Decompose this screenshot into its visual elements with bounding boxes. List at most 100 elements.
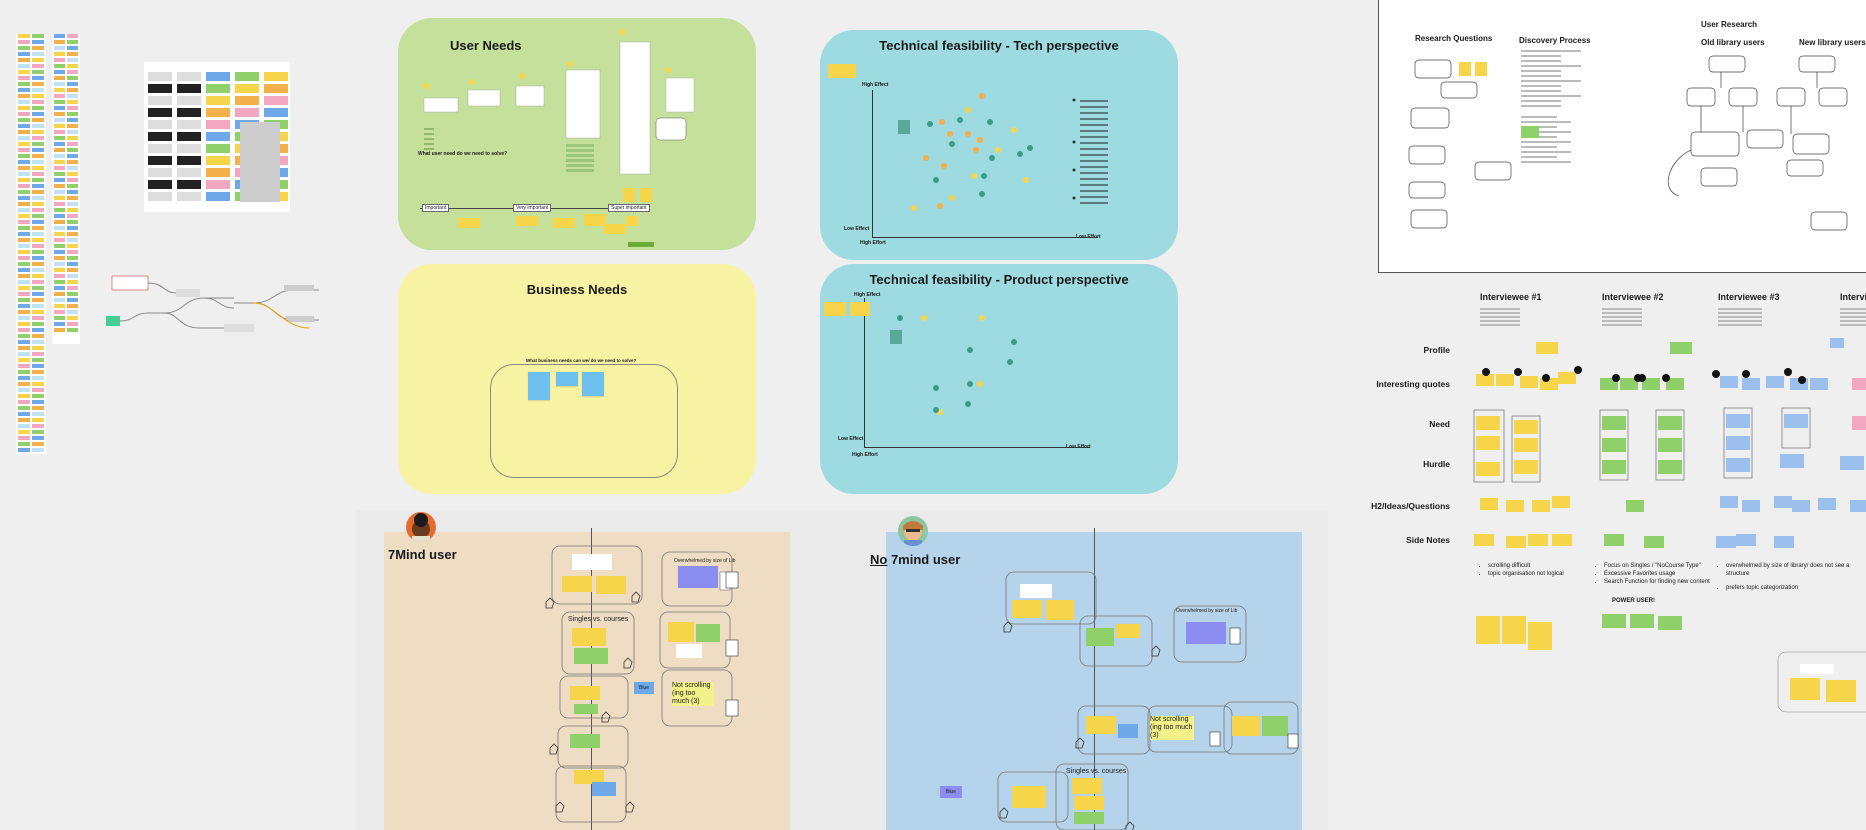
strip-item[interactable] <box>54 40 65 44</box>
strip-item[interactable] <box>18 172 30 176</box>
speech-bubble[interactable] <box>1728 87 1758 107</box>
strip-item[interactable] <box>54 322 65 326</box>
persona-card[interactable] <box>177 96 201 105</box>
strip-item[interactable] <box>32 286 44 290</box>
strip-item[interactable] <box>32 112 44 116</box>
persona-card[interactable] <box>206 168 230 177</box>
strip-item[interactable] <box>54 280 65 284</box>
journey-sticky[interactable] <box>1074 812 1104 824</box>
strip-item[interactable] <box>18 442 30 446</box>
tech-note-line[interactable] <box>1080 136 1108 138</box>
strip-item[interactable] <box>54 82 65 86</box>
strip-item[interactable] <box>67 106 78 110</box>
interview-line[interactable] <box>1480 316 1520 318</box>
need-line[interactable] <box>424 138 434 140</box>
tech-note-line[interactable] <box>1080 106 1108 108</box>
strip-item[interactable] <box>67 64 78 68</box>
strip-item[interactable] <box>18 238 30 242</box>
strip-item[interactable] <box>32 370 44 374</box>
strip-item[interactable] <box>32 88 44 92</box>
strip-item[interactable] <box>54 166 65 170</box>
strip-item[interactable] <box>67 244 78 248</box>
strip-item[interactable] <box>32 154 44 158</box>
strip-item[interactable] <box>18 412 30 416</box>
need-group[interactable] <box>1655 409 1685 481</box>
strip-item[interactable] <box>54 238 65 242</box>
persona-card[interactable] <box>206 72 230 81</box>
strip-item[interactable] <box>54 262 65 266</box>
strip-item[interactable] <box>18 418 30 422</box>
side-note-sticky[interactable] <box>1552 534 1572 546</box>
strip-item[interactable] <box>18 94 30 98</box>
side-note-sticky[interactable] <box>1528 534 1548 546</box>
h2-sticky[interactable] <box>1626 500 1644 512</box>
strip-item[interactable] <box>32 430 44 434</box>
strip-item[interactable] <box>54 196 65 200</box>
speech-bubble[interactable] <box>1686 87 1716 107</box>
strip-item[interactable] <box>18 226 30 230</box>
strip-item[interactable] <box>32 160 44 164</box>
strip-item[interactable] <box>54 124 65 128</box>
strip-item[interactable] <box>18 316 30 320</box>
strip-item[interactable] <box>67 238 78 242</box>
strip-item[interactable] <box>18 88 30 92</box>
journey-sticky[interactable] <box>696 624 720 642</box>
h2-sticky[interactable] <box>1480 498 1498 510</box>
strip-item[interactable] <box>54 286 65 290</box>
strip-item[interactable] <box>18 268 30 272</box>
journey-sticky[interactable] <box>1012 600 1042 618</box>
strip-item[interactable] <box>67 160 78 164</box>
quote-sticky[interactable] <box>1720 376 1738 388</box>
tech-note-line[interactable] <box>1080 184 1108 186</box>
tech-note-line[interactable] <box>1080 118 1108 120</box>
need-line[interactable] <box>566 144 594 147</box>
journey-sticky[interactable] <box>592 782 616 796</box>
need-sticky[interactable] <box>516 216 538 226</box>
strip-item[interactable] <box>32 76 44 80</box>
strip-item[interactable] <box>32 334 44 338</box>
journey-box[interactable] <box>1055 763 1129 830</box>
journey-sticky[interactable] <box>1790 678 1820 700</box>
tech-note-line[interactable] <box>1080 196 1108 198</box>
clipboard-icon[interactable] <box>1229 627 1241 645</box>
strip-item[interactable] <box>32 358 44 362</box>
strip-item[interactable] <box>18 286 30 290</box>
speech-bubble[interactable] <box>1414 59 1452 79</box>
strip-item[interactable] <box>54 268 65 272</box>
strip-item[interactable] <box>67 172 78 176</box>
strip-item[interactable] <box>18 208 30 212</box>
journey-sticky[interactable] <box>562 576 592 592</box>
strip-item[interactable] <box>18 34 30 38</box>
h2-sticky[interactable] <box>1506 500 1524 512</box>
strip-item[interactable] <box>67 256 78 260</box>
strip-item[interactable] <box>67 118 78 122</box>
strip-item[interactable] <box>18 436 30 440</box>
persona-card[interactable] <box>177 132 201 141</box>
tech-note-line[interactable] <box>1080 178 1108 180</box>
strip-item[interactable] <box>67 262 78 266</box>
persona-card[interactable] <box>206 120 230 129</box>
strip-item[interactable] <box>67 202 78 206</box>
need-sticky[interactable] <box>604 224 626 234</box>
quote-sticky[interactable] <box>1642 378 1660 390</box>
strip-item[interactable] <box>18 184 30 188</box>
strip-item[interactable] <box>18 358 30 362</box>
interview-line[interactable] <box>1480 312 1520 314</box>
persona-card[interactable] <box>148 144 172 153</box>
need-group[interactable] <box>1723 407 1753 479</box>
strip-item[interactable] <box>67 232 78 236</box>
persona-card[interactable] <box>206 132 230 141</box>
journey-sticky[interactable] <box>1020 584 1052 598</box>
strip-item[interactable] <box>32 310 44 314</box>
strip-item[interactable] <box>67 166 78 170</box>
persona-card[interactable] <box>148 132 172 141</box>
journey-box[interactable] <box>661 669 733 727</box>
strip-item[interactable] <box>32 316 44 320</box>
journey-sticky[interactable] <box>1074 796 1104 810</box>
need-line[interactable] <box>566 154 594 157</box>
strip-item[interactable] <box>67 214 78 218</box>
quote-sticky[interactable] <box>1620 378 1638 390</box>
speech-bubble[interactable] <box>1798 55 1836 73</box>
speech-bubble[interactable] <box>1410 107 1450 129</box>
strip-item[interactable] <box>54 58 65 62</box>
